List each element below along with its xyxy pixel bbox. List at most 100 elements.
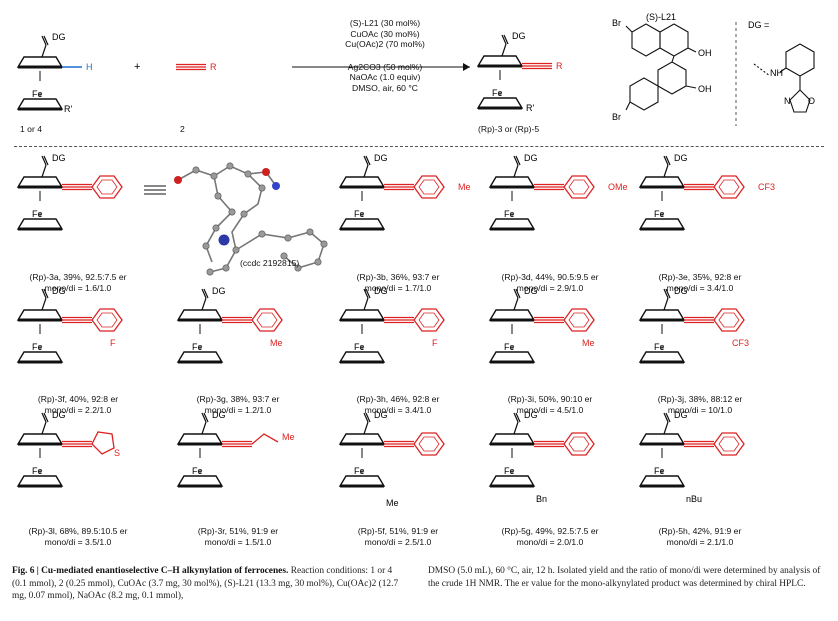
fe-label: Fe xyxy=(654,342,665,352)
dg-label: DG xyxy=(512,31,526,41)
crystal-structure-image xyxy=(144,162,328,276)
fe-label: Fe xyxy=(192,342,203,352)
fe-label: Fe xyxy=(32,466,43,476)
condition-cuoac2: Cu(OAc)2 (70 mol%) xyxy=(345,39,425,50)
dg-label: DG xyxy=(524,286,538,296)
substrate-ferrocene xyxy=(16,34,82,111)
r-label: R xyxy=(210,62,217,72)
nh-label: NH xyxy=(770,68,783,78)
compound-ratio: mono/di = 3.4/1.0 xyxy=(666,283,734,293)
fe-label: Fe xyxy=(504,466,515,476)
compound-name: (Rp)-3a, 39%, 92.5:7.5 er xyxy=(29,272,127,282)
compound-name: (Rp)-5g, 49%, 92.5:7.5 er xyxy=(501,526,599,536)
compound-structure: CF3 DG Fe xyxy=(638,153,775,231)
substituent-label: Me xyxy=(386,498,399,508)
product-label: (Rp)-3 or (Rp)-5 xyxy=(478,124,540,134)
dg-label: DG xyxy=(52,153,66,163)
condition-ag2co3: Ag2CO3 (50 mol%) xyxy=(347,61,423,72)
substituent-label: Bn xyxy=(536,494,547,504)
hydroxyl-label: OH xyxy=(698,48,712,58)
compound-name: (Rp)-3h, 46%, 92:8 er xyxy=(356,394,440,404)
compound-name: (Rp)-3i, 50%, 90:10 er xyxy=(507,394,593,404)
compound-name: (Rp)-3l, 68%, 89.5:10.5 er xyxy=(28,526,128,536)
product-ferrocene xyxy=(476,33,553,110)
alkyne-reagent xyxy=(175,63,207,71)
dg-label: DG xyxy=(52,286,66,296)
caption-text-left: Reaction conditions: 1 or 4 (0.1 mmol), … xyxy=(12,566,399,602)
substituent-label: S xyxy=(114,448,120,458)
substituent-label: Me xyxy=(270,338,283,348)
compound-name: (Rp)-3r, 51%, 91:9 er xyxy=(197,526,279,536)
fe-label: Fe xyxy=(354,466,365,476)
figure-caption-right: DMSO (5.0 mL), 60 °C, air, 12 h. Isolate… xyxy=(428,566,821,589)
compound-ratio: mono/di = 2.5/1.0 xyxy=(364,537,432,547)
substituent-label: Me xyxy=(458,182,471,192)
fe-label: Fe xyxy=(654,209,665,219)
fe-label: Fe xyxy=(504,342,515,352)
condition-cuoac: CuOAc (30 mol%) xyxy=(350,28,420,39)
bromine-label: Br xyxy=(612,18,621,28)
r-prime-label: R' xyxy=(526,103,534,113)
compound-name: (Rp)-3e, 35%, 92:8 er xyxy=(658,272,742,282)
fe-label: Fe xyxy=(32,209,43,219)
substituent-label: OMe xyxy=(608,182,628,192)
compound-ratio: mono/di = 2.9/1.0 xyxy=(516,283,584,293)
ligand-structure xyxy=(625,23,697,111)
compound-ratio: mono/di = 3.5/1.0 xyxy=(44,537,112,547)
r-prime-label: R' xyxy=(64,104,72,114)
compound-name: (Rp)-3b, 36%, 93:7 er xyxy=(356,272,440,282)
nitrogen-label: N xyxy=(784,96,791,106)
dg-label: DG xyxy=(212,286,226,296)
compound-ratio: mono/di = 1.6/1.0 xyxy=(44,283,112,293)
dg-label: DG xyxy=(374,286,388,296)
compound-ratio: mono/di = 2.2/1.0 xyxy=(44,405,112,415)
dg-label: DG xyxy=(52,32,66,42)
compound-ratio: mono/di = 1.5/1.0 xyxy=(204,537,272,547)
compound-ratio: mono/di = 3.4/1.0 xyxy=(364,405,432,415)
compound-ratio: mono/di = 4.5/1.0 xyxy=(516,405,584,415)
compound-ratio: mono/di = 2.1/1.0 xyxy=(666,537,734,547)
substituent-label: CF3 xyxy=(758,182,775,192)
compound-name: (Rp)-5f, 51%, 91:9 er xyxy=(357,526,439,536)
ccdc-label: (ccdc 2192815) xyxy=(240,258,300,268)
substituent-label: F xyxy=(432,338,438,348)
compound-structure: Bn DG Fe xyxy=(488,410,595,504)
compound-name: (Rp)-5h, 42%, 91:9 er xyxy=(658,526,742,536)
substituent-label: Me xyxy=(582,338,595,348)
compound-name: (Rp)-3j, 38%, 88:12 er xyxy=(657,394,743,404)
substituent-label: nBu xyxy=(686,494,702,504)
compound-ratio: mono/di = 1.2/1.0 xyxy=(204,405,272,415)
compound-name: (Rp)-3f, 40%, 92:8 er xyxy=(37,394,119,404)
r-label: R xyxy=(556,61,563,71)
dg-label: DG xyxy=(374,153,388,163)
fe-label: Fe xyxy=(492,88,503,98)
dg-label: DG xyxy=(674,153,688,163)
ligand-label: (S)-L21 xyxy=(646,12,676,22)
dg-label: DG xyxy=(674,286,688,296)
reactant1-label: 1 or 4 xyxy=(20,124,42,134)
compound-ratio: mono/di = 2.0/1.0 xyxy=(516,537,584,547)
directing-group-structure xyxy=(753,43,815,113)
condition-ligand: (S)-L21 (30 mol%) xyxy=(349,18,421,28)
figure-title: Fig. 6 | Cu-mediated enantioselective C–… xyxy=(12,566,289,576)
dg-label: DG xyxy=(524,410,538,420)
compound-ratio: mono/di = 10/1.0 xyxy=(667,405,733,415)
